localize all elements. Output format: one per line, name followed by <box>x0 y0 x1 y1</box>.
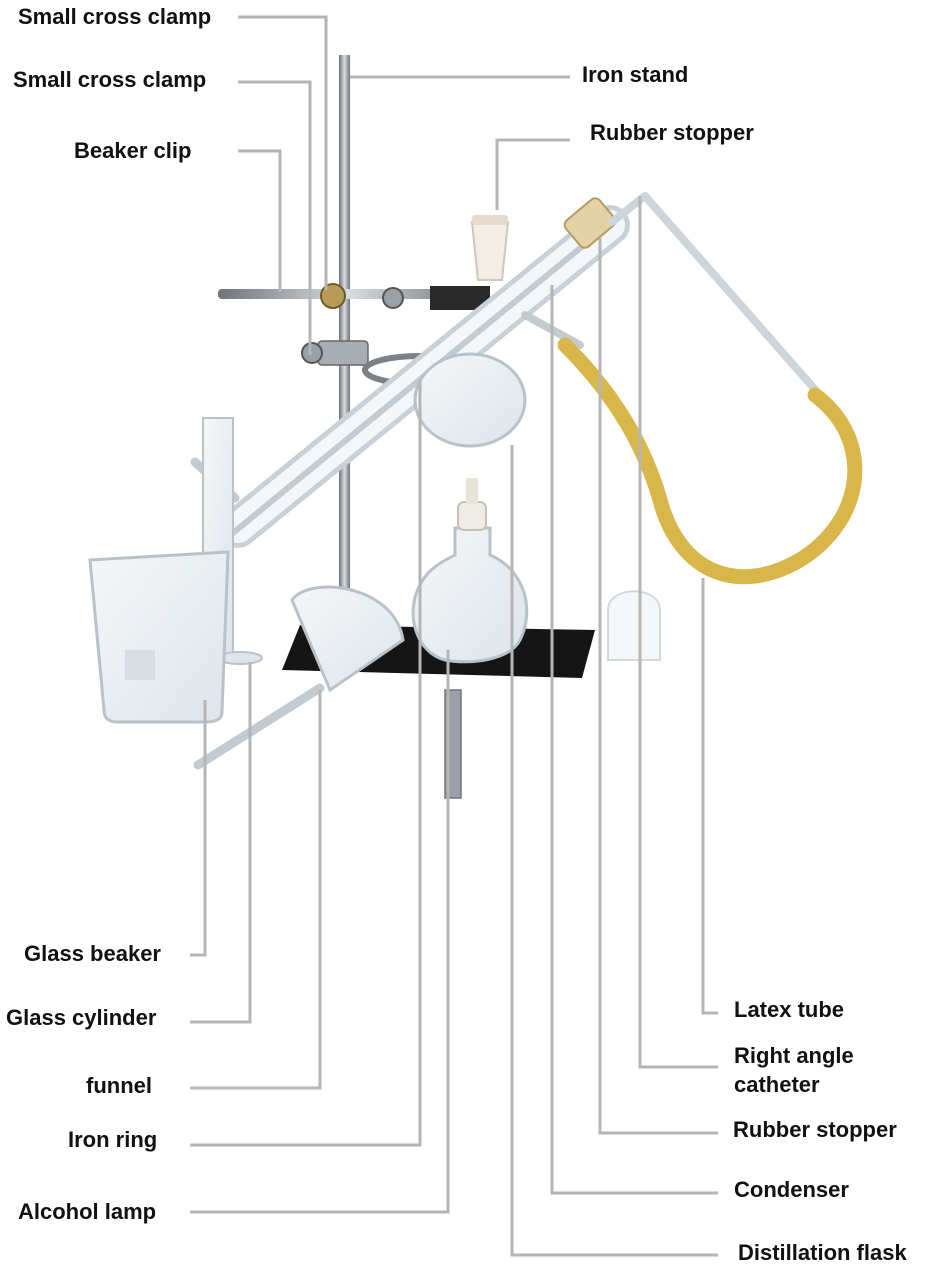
callout-distillation-flask <box>510 445 718 1257</box>
beaker-clip-bar <box>218 289 478 299</box>
alcohol-lamp-shape <box>411 526 529 664</box>
label-small-cross-clamp-1: Small cross clamp <box>18 4 212 29</box>
white-rubber-stopper <box>470 221 510 281</box>
lamp-cap <box>607 590 661 661</box>
callout-right-angle-catheter <box>638 196 718 1069</box>
distillation-flask-body <box>413 352 527 448</box>
callout-alcohol-lamp <box>190 650 450 1214</box>
label-rubber-stopper-top: Rubber stopper <box>590 120 754 145</box>
funnel-shape <box>290 585 405 693</box>
cross-clamp-block-2 <box>317 340 369 366</box>
clamp-screw <box>382 287 404 309</box>
callout-glass-cylinder <box>190 662 252 1024</box>
cross-clamp-knob-2 <box>301 342 323 364</box>
callout-condenser <box>550 285 718 1195</box>
callout-rubber-stopper-bottom <box>598 238 718 1135</box>
callout-small-cross-clamp-2 <box>238 80 312 355</box>
lamp-wick-holder <box>457 501 487 531</box>
callout-funnel <box>190 690 322 1090</box>
lamp-wick <box>466 478 478 504</box>
label-condenser: Condenser <box>734 1177 849 1202</box>
label-distillation-flask: Distillation flask <box>738 1240 907 1265</box>
latex-tube-shape <box>557 337 863 585</box>
callout-beaker-clip <box>238 149 282 292</box>
label-glass-beaker: Glass beaker <box>24 941 161 966</box>
label-iron-stand: Iron stand <box>582 62 689 87</box>
callout-glass-beaker <box>190 700 207 957</box>
label-funnel: funnel <box>86 1073 152 1098</box>
label-alcohol-lamp: Alcohol lamp <box>18 1199 157 1224</box>
label-small-cross-clamp-2: Small cross clamp <box>13 67 207 92</box>
label-glass-cylinder: Glass cylinder <box>6 1005 157 1030</box>
glass-beaker-shape <box>88 550 230 724</box>
callout-latex-tube <box>701 578 718 1015</box>
callout-iron-ring <box>190 380 422 1147</box>
callout-small-cross-clamp-1 <box>238 15 328 290</box>
callout-lines <box>190 15 718 1257</box>
beaker-label-mark <box>125 650 155 680</box>
label-latex-tube: Latex tube <box>734 997 845 1022</box>
label-rubber-stopper-bottom: Rubber stopper <box>733 1117 897 1142</box>
right-angle-catheter-shape <box>608 192 822 397</box>
funnel-stem <box>193 683 325 770</box>
label-iron-ring: Iron ring <box>68 1127 158 1152</box>
condenser-stopper-shape <box>563 197 617 249</box>
label-beaker-clip: Beaker clip <box>74 138 192 163</box>
callout-rubber-stopper-top <box>495 138 570 210</box>
label-right-angle-catheter: Right angle catheter <box>734 1043 854 1097</box>
condenser-core <box>198 219 614 563</box>
white-stopper-cap <box>472 215 508 225</box>
